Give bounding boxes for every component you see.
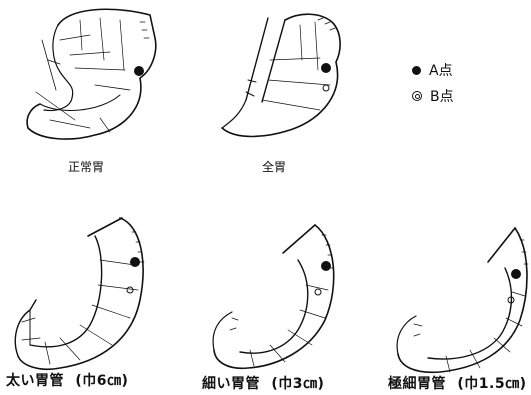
very-thin-tube-figure (397, 228, 528, 372)
point-b-marker-total (323, 85, 329, 91)
point-a-marker-total (322, 64, 331, 73)
filled-dot-icon (412, 66, 421, 75)
point-a-marker-very-thin (512, 270, 521, 279)
thick-tube-figure (15, 218, 144, 369)
thin-tube-figure (213, 225, 334, 368)
thin-tube-width-note: (巾3㎝) (271, 376, 324, 392)
point-b-marker-thick (127, 287, 133, 293)
total-stomach-label: 全胃 (262, 158, 286, 175)
very-thin-tube-name: 極細胃管 (388, 376, 446, 392)
point-b-marker-thin (315, 289, 321, 295)
legend-point-a: A点 (412, 60, 453, 80)
thin-tube-label: 細い胃管 (巾3㎝) (202, 373, 324, 393)
thin-tube-name: 細い胃管 (202, 376, 260, 392)
double-ring-icon (412, 91, 422, 101)
thick-tube-label: 太い胃管 (巾6㎝) (6, 370, 128, 390)
thick-tube-width-note: (巾6㎝) (75, 373, 128, 389)
very-thin-tube-width-note: (巾1.5㎝) (457, 376, 526, 392)
point-a-marker-thin (322, 262, 331, 271)
legend-point-a-label: A点 (429, 60, 453, 80)
legend-point-b-label: B点 (430, 86, 454, 106)
point-a-marker-thick (131, 258, 140, 267)
very-thin-tube-label: 極細胃管 (巾1.5㎝) (388, 373, 526, 393)
thick-tube-name: 太い胃管 (6, 373, 64, 389)
total-stomach-figure (222, 14, 340, 136)
normal-stomach-figure (27, 9, 156, 139)
point-a-marker-normal (135, 67, 144, 76)
normal-stomach-label: 正常胃 (68, 158, 104, 175)
legend-point-b: B点 (412, 86, 454, 106)
